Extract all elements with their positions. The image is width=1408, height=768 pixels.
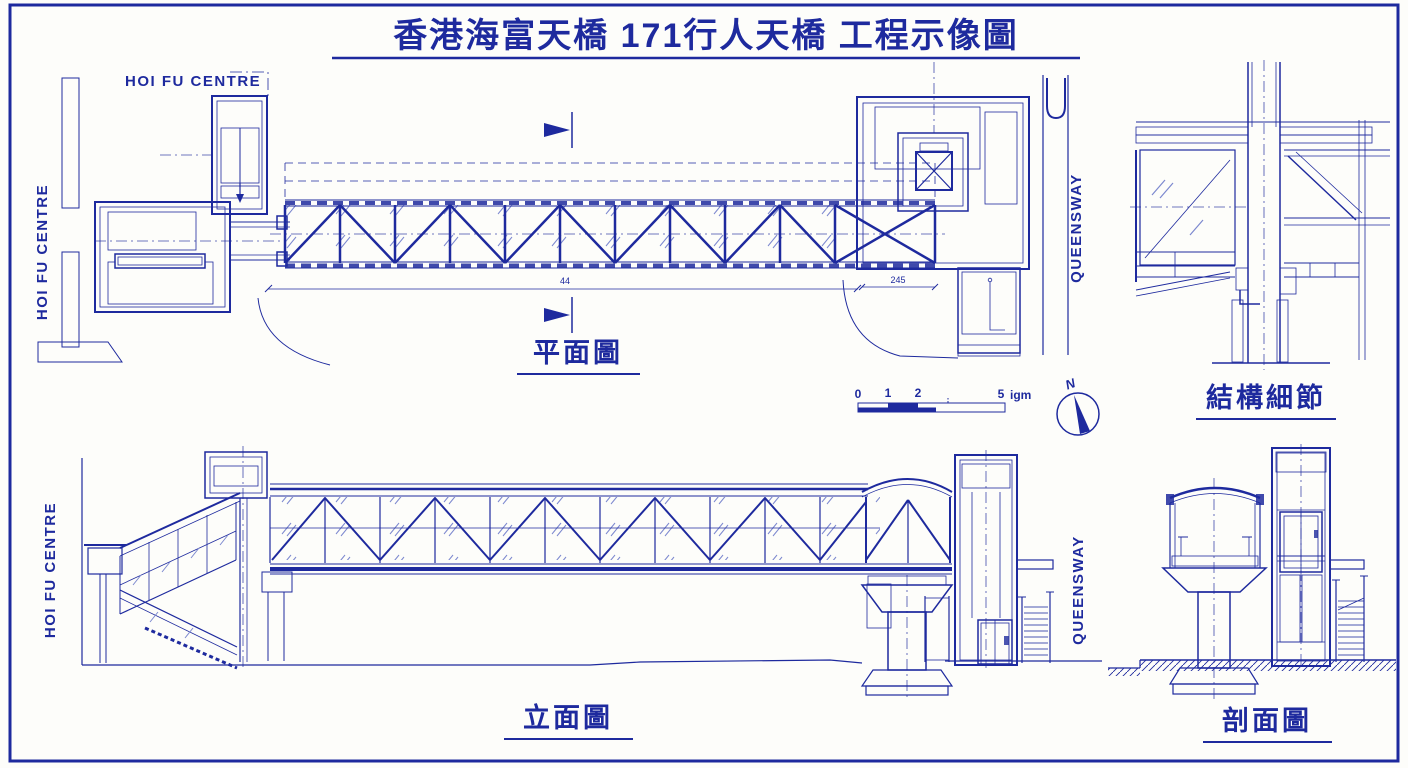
plan-leader-line — [230, 71, 269, 96]
plan-view: HOI FU CENTRE HOI FU CENTRE — [34, 62, 1085, 375]
plan-queensway-road: QUEENSWAY — [1042, 75, 1085, 355]
plan-hoi-fu-centre-vertical-label: HOI FU CENTRE — [34, 184, 51, 320]
plan-wall-hatch-top — [61, 77, 80, 209]
compass-north-label: N — [1063, 375, 1078, 393]
plan-section-marker-top — [544, 112, 573, 148]
elevation-ground-line — [82, 659, 863, 666]
elevation-view: HOI FU CENTRE — [42, 446, 1102, 740]
plan-side-dimension: 245 — [890, 275, 905, 285]
elevation-stairs — [84, 492, 248, 670]
plan-kerb-curve-right — [842, 279, 959, 359]
elevation-hoi-fu-centre-label: HOI FU CENTRE — [42, 502, 59, 638]
elevation-lift-tower — [954, 450, 1054, 668]
detail-view: 結構細節 — [1130, 60, 1390, 420]
section-deck — [1171, 555, 1259, 567]
plan-dimension-main: 44 — [264, 276, 862, 293]
scale-tick-1: 1 — [885, 386, 892, 400]
scale-unit: igm — [1010, 388, 1031, 402]
plan-queensway-label: QUEENSWAY — [1068, 173, 1085, 283]
elevation-left-bearing — [261, 571, 293, 661]
plan-upper-stair-tower — [160, 95, 268, 215]
plan-section-marker-bottom — [544, 297, 573, 333]
elevation-bridge-truss — [269, 478, 953, 575]
plan-hoi-fu-centre-label: HOI FU CENTRE — [125, 73, 261, 90]
elevation-queensway-label: QUEENSWAY — [1070, 535, 1087, 645]
scale-tick-5: 5 — [998, 387, 1005, 401]
section-view-title: 剖面圖 — [1222, 705, 1312, 736]
plan-span-dimension: 44 — [560, 276, 570, 286]
scale-tick-2: 2 — [915, 386, 922, 400]
plan-wall-hatch-bottom — [61, 251, 80, 348]
plan-main-stair-block — [94, 201, 290, 313]
section-pier — [1161, 478, 1268, 700]
elevation-pier — [860, 575, 954, 700]
section-stair — [1332, 575, 1368, 662]
title-block: 香港海富天橋 171行人天橋 工程示像圖 — [332, 16, 1080, 60]
section-view: 剖面圖 — [1108, 444, 1396, 743]
north-compass: N — [1056, 375, 1100, 436]
plan-road-marking — [1046, 78, 1066, 120]
scale-bar: 0 1 2 5 igm — [855, 386, 1031, 413]
section-roof-arch — [1169, 486, 1261, 500]
drawing-title: 香港海富天橋 171行人天橋 工程示像圖 — [393, 16, 1019, 55]
scale-tick-0: 0 — [855, 387, 862, 401]
section-lift-tower — [1271, 444, 1365, 668]
elevation-left-tower — [204, 446, 268, 668]
plan-view-title: 平面圖 — [533, 338, 623, 368]
detail-view-title: 結構細節 — [1206, 382, 1326, 413]
plan-kerb-curve-left — [257, 297, 331, 366]
plan-right-tower-block: 245 — [856, 62, 1030, 357]
sheet-border — [8, 3, 1400, 763]
plan-wall-hatch-corner — [37, 341, 123, 363]
plan-bridge-truss — [270, 162, 945, 269]
elevation-view-title: 立面圖 — [523, 702, 613, 733]
compass-needle — [1074, 395, 1090, 434]
